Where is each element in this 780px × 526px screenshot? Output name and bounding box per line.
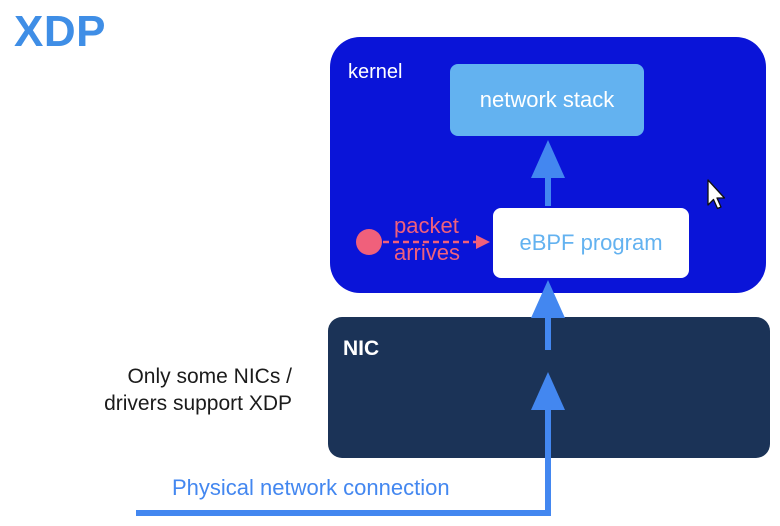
- note-line2: drivers support XDP: [104, 392, 292, 415]
- nic-box: [328, 317, 770, 458]
- nic-label: NIC: [343, 337, 380, 360]
- network-stack-box: network stack: [450, 64, 644, 136]
- packet-label-line2: arrives: [394, 240, 461, 265]
- kernel-label: kernel: [348, 61, 403, 83]
- nic-support-note: Only some NICs / drivers support XDP: [70, 363, 292, 417]
- ebpf-program-box: eBPF program: [493, 208, 689, 278]
- ebpf-program-label: eBPF program: [519, 230, 663, 255]
- page-title: XDP: [14, 7, 106, 56]
- network-stack-label: network stack: [479, 87, 615, 112]
- packet-arrives-label: packet arrives: [394, 212, 460, 266]
- packet-label-line1: packet: [394, 213, 459, 238]
- physical-connection-label: Physical network connection: [172, 475, 450, 500]
- note-line1: Only some NICs /: [127, 365, 292, 388]
